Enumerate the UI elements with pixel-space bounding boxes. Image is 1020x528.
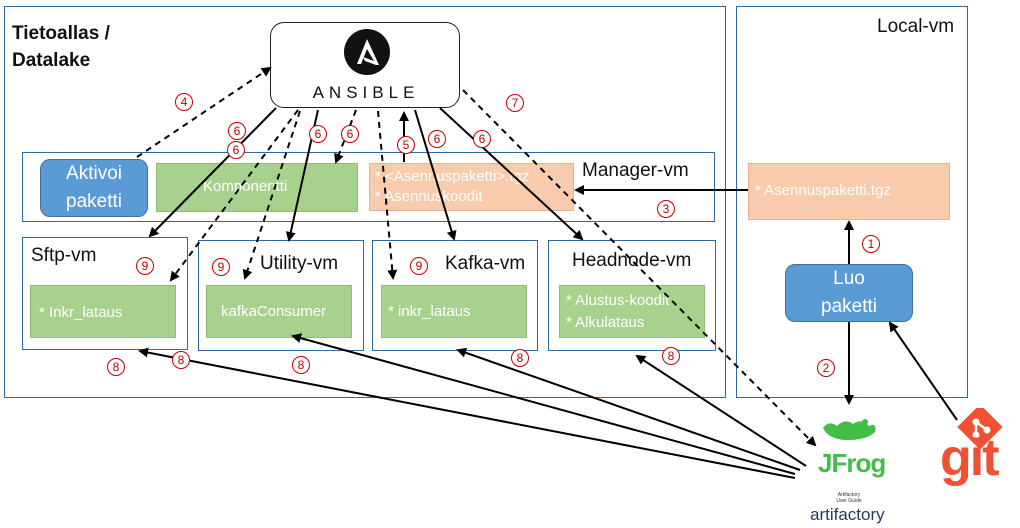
arrow-jfrog-sftp (138, 347, 796, 479)
manager-vm-frame (22, 152, 715, 222)
komponentti-label: Komponentti (203, 178, 288, 195)
step-badge: 9 (410, 257, 428, 275)
asennus-local-box: * Asennuspaketti.tgz (748, 163, 950, 220)
sftp-box-label: * Inkr_lataus (39, 304, 123, 321)
artifactory-text: artifactory (810, 505, 885, 524)
sftp-vm-frame (22, 237, 188, 350)
kafka-box: * inkr_lataus (381, 285, 527, 338)
sftp-vm-title: Sftp-vm (31, 245, 97, 266)
jfrog-text: JFrog (818, 448, 886, 478)
komponentti-box: Komponentti (156, 163, 358, 212)
step-badge: 6 (473, 130, 491, 148)
luo-paketti-box: Luo paketti (785, 264, 913, 322)
sftp-box: * Inkr_lataus (30, 285, 176, 338)
headnode-vm-title: Headnode-vm (572, 250, 692, 271)
kafka-box-label: * inkr_lataus (388, 303, 471, 320)
headnode-vm-frame (548, 240, 716, 351)
step-badge: 8 (511, 349, 529, 367)
arrow-aktivoi-ansible (136, 66, 272, 158)
step-badge: 7 (506, 94, 524, 112)
arrow-ansible-headnode (439, 107, 584, 241)
headnode-box: * Alustus-koodit * Alkulataus (559, 285, 705, 338)
aktivoi-paketti-box: Aktivoi paketti (40, 159, 148, 217)
utility-box: kafkaConsumer (206, 285, 352, 338)
step-badge: 3 (657, 200, 675, 218)
arrow-jfrog-headnode (635, 354, 807, 467)
step-badge: 4 (175, 93, 193, 111)
arrow-git-luo (888, 321, 958, 421)
arrow-jfrog-kafka (456, 347, 801, 471)
kafka-vm-title: Kafka-vm (445, 253, 526, 274)
step-badge: 6 (309, 125, 327, 143)
artifactory-small-text: Artifactory User Guide (836, 492, 862, 504)
arrow-ansible-sftp (148, 107, 277, 238)
step-badge: 8 (107, 358, 125, 376)
arrow-ansible-jfrog (462, 89, 817, 447)
ansible-box: ANSIBLE (270, 22, 460, 108)
step-badge: 6 (341, 125, 359, 143)
utility-vm-frame (198, 240, 364, 351)
step-badge: 8 (292, 356, 310, 374)
arrow-ansible-utility-box (242, 110, 301, 280)
utility-box-label: kafkaConsumer (221, 303, 327, 320)
step-badge: 6 (428, 130, 446, 148)
step-badge: 9 (136, 257, 154, 275)
step-badge: 2 (817, 359, 835, 377)
local-vm-title: Local-vm (877, 16, 955, 37)
utility-vm-title: Utility-vm (260, 253, 339, 274)
step-badge: 5 (397, 136, 415, 154)
arrow-ansible-kafka (414, 109, 457, 241)
step-badge: 9 (212, 258, 230, 276)
step-badge: 6 (228, 122, 246, 140)
arrow-jfrog-utility (291, 333, 796, 475)
ansible-icon (344, 29, 390, 75)
arrow-ansible-kafka-box (377, 110, 398, 280)
ansible-text: ANSIBLE (312, 83, 420, 102)
git-text: git (940, 429, 1000, 487)
asennus-local-label: * Asennuspaketti.tgz (755, 182, 891, 199)
asennus-manager-label: * <Asennuspaketti>.tgz * Asennuskoodit (375, 168, 530, 205)
step-badge: 8 (172, 351, 190, 369)
datalake-title: Tietoallas / Datalake (12, 23, 110, 71)
step-badge: 8 (662, 347, 680, 365)
jfrog-icon (823, 419, 876, 440)
headnode-box-label: * Alustus-koodit * Alkulataus (566, 292, 670, 331)
step-badge: 6 (227, 141, 245, 159)
asennus-manager-box: * <Asennuspaketti>.tgz * Asennuskoodit (369, 163, 574, 211)
manager-vm-title: Manager-vm (582, 160, 689, 181)
arrow-ansible-sftp-box (169, 109, 299, 282)
step-badge: 1 (862, 235, 880, 253)
datalake-frame (4, 6, 726, 398)
git-icon (957, 408, 1003, 450)
